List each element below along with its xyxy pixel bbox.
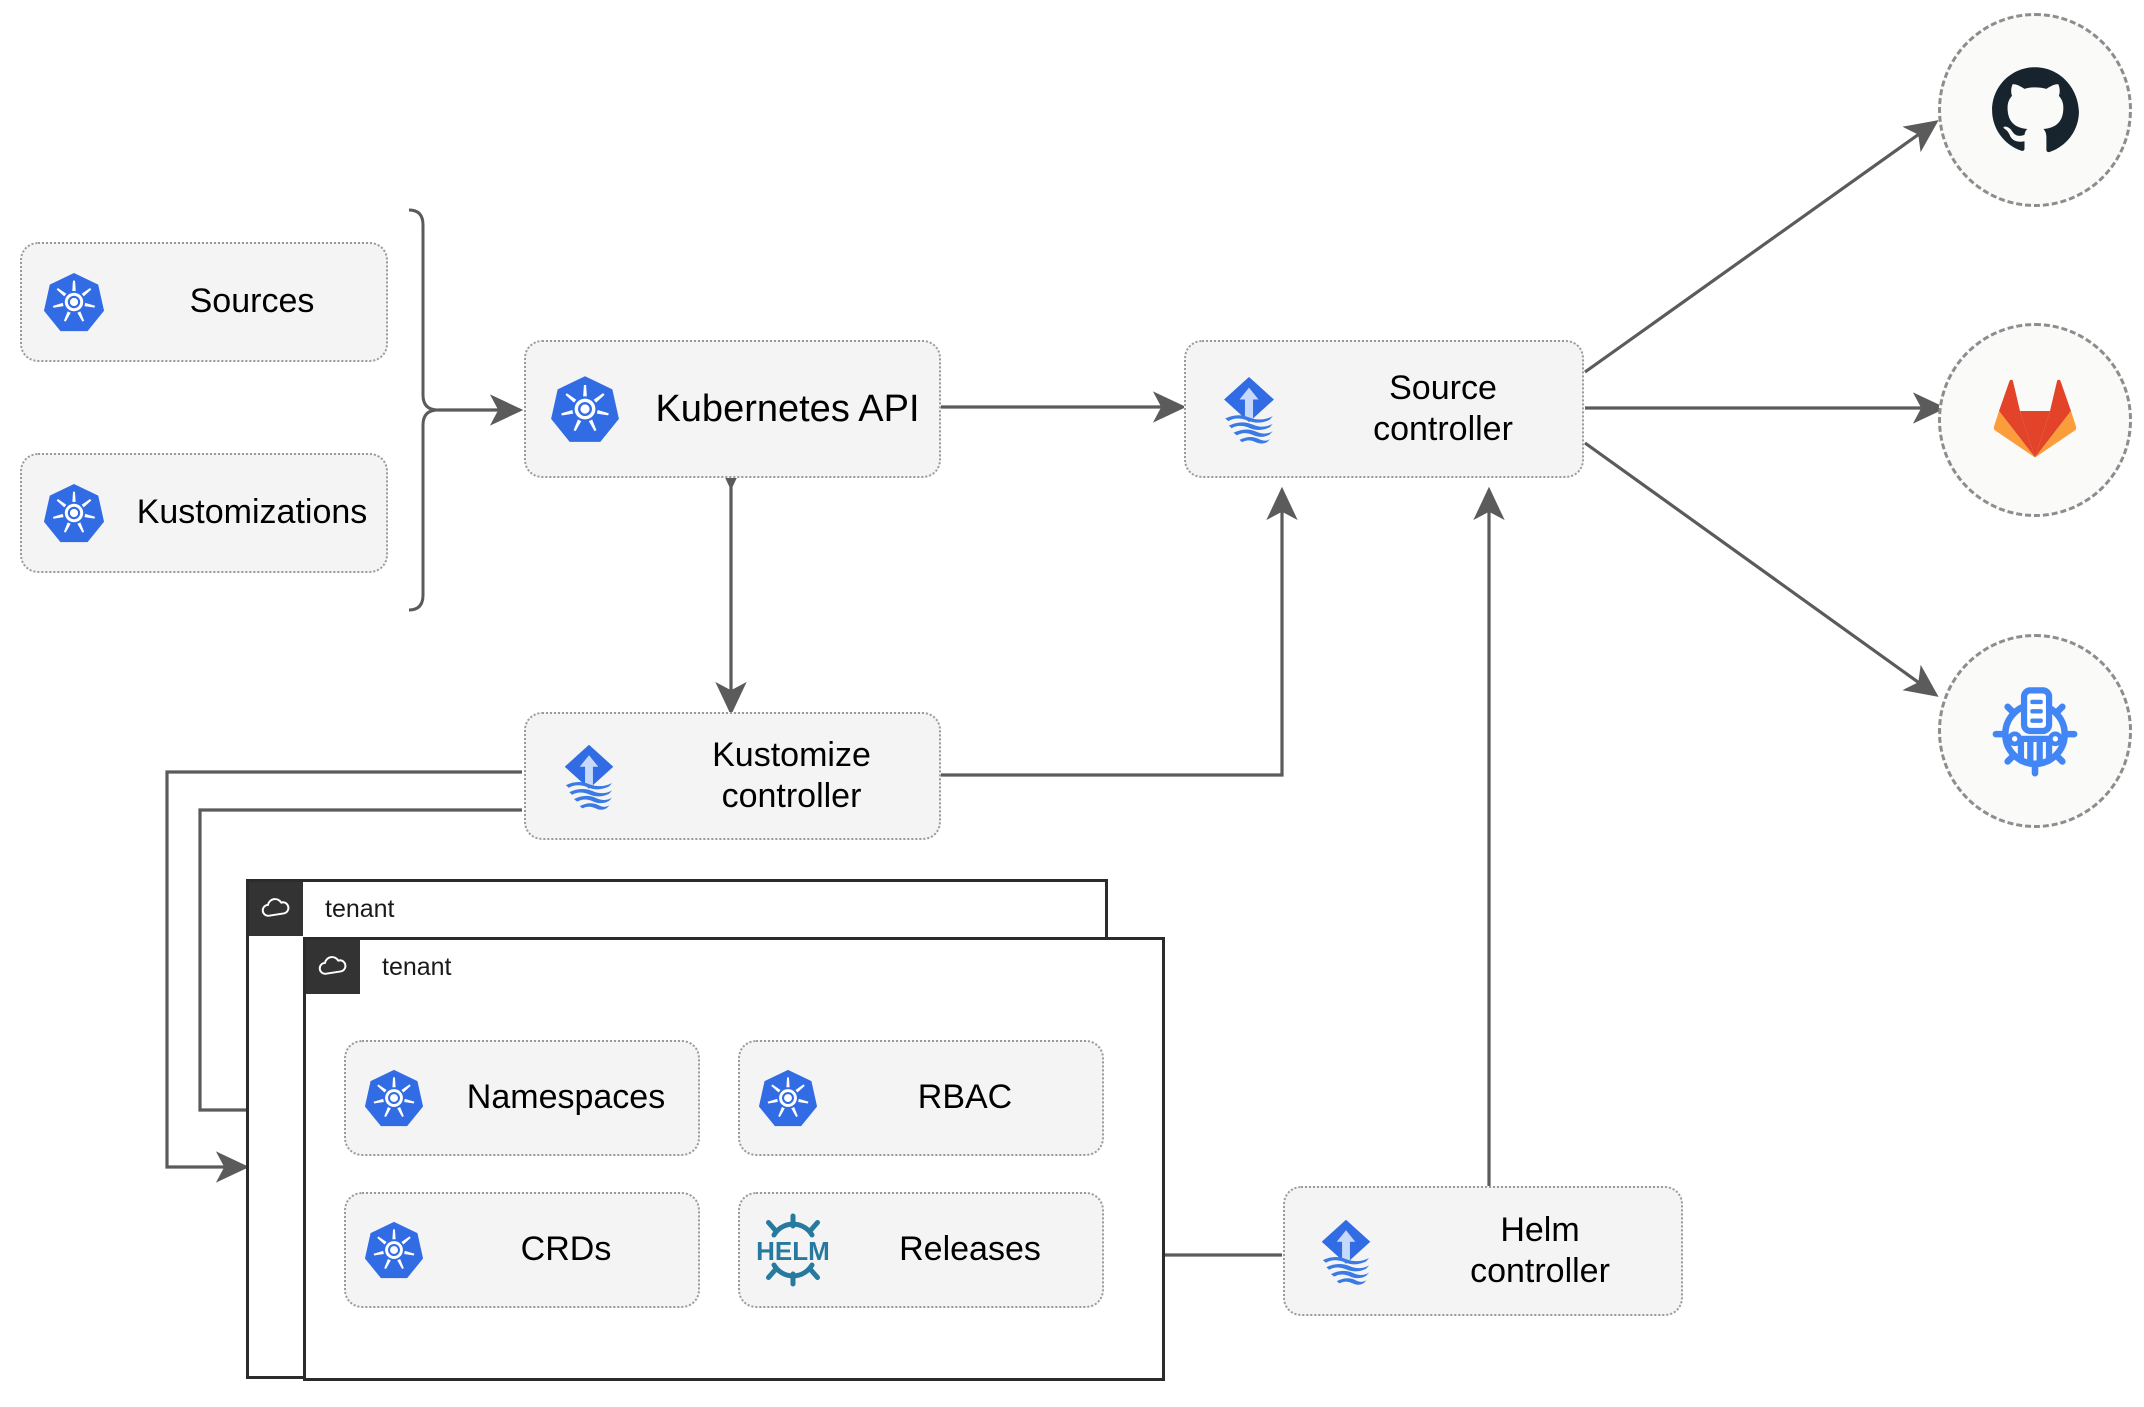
node-source-controller[interactable]: Source controller <box>1184 340 1584 478</box>
svg-text:HELM: HELM <box>756 1236 830 1266</box>
kubernetes-icon <box>346 1068 442 1128</box>
kubernetes-icon <box>740 1068 836 1128</box>
card-namespaces[interactable]: Namespaces <box>344 1040 700 1156</box>
gitlab-icon <box>1993 379 2077 458</box>
kubernetes-icon <box>526 374 644 444</box>
card-sources[interactable]: Sources <box>20 242 388 362</box>
node-kustomize-controller-label: Kustomize controller <box>712 735 871 815</box>
node-kubernetes-api-label: Kubernetes API <box>655 387 920 430</box>
flux-icon <box>1285 1214 1407 1288</box>
cloud-icon <box>249 882 303 936</box>
kubernetes-icon <box>346 1220 442 1280</box>
card-releases-label: Releases <box>899 1230 1041 1269</box>
github-icon <box>1992 67 2079 153</box>
kubernetes-icon <box>22 271 126 333</box>
node-kubernetes-api[interactable]: Kubernetes API <box>524 340 941 478</box>
tenant-window-inner[interactable]: tenant <box>303 937 1165 1381</box>
card-kustomizations[interactable]: Kustomizations <box>20 453 388 573</box>
node-helm-controller[interactable]: Helm controller <box>1283 1186 1683 1316</box>
card-rbac-label: RBAC <box>917 1078 1013 1117</box>
edge-source-to-oci <box>1584 441 1939 697</box>
tenant-outer-label: tenant <box>325 894 395 923</box>
kubernetes-icon <box>22 482 126 544</box>
node-source-controller-label: Source controller <box>1373 368 1513 448</box>
group-brace <box>408 208 439 612</box>
card-releases[interactable]: HELM Releases <box>738 1192 1104 1308</box>
node-kustomize-controller[interactable]: Kustomize controller <box>524 712 941 840</box>
cloud-icon <box>306 940 360 994</box>
edge-source-to-github <box>1584 120 1939 374</box>
flux-icon <box>1186 371 1312 447</box>
registry-oci[interactable] <box>1938 634 2132 828</box>
helm-icon: HELM <box>740 1213 846 1287</box>
card-crds[interactable]: CRDs <box>344 1192 700 1308</box>
card-kustomizations-label: Kustomizations <box>136 493 368 532</box>
registry-github[interactable] <box>1938 13 2132 207</box>
edge-kustomize-to-source <box>940 486 1298 777</box>
registry-gitlab[interactable] <box>1938 323 2132 517</box>
tenant-inner-titlebar: tenant <box>306 940 452 994</box>
card-namespaces-label: Namespaces <box>466 1078 666 1117</box>
tenant-inner-label: tenant <box>382 952 452 981</box>
card-crds-label: CRDs <box>520 1230 612 1269</box>
flux-icon <box>526 739 652 813</box>
tenant-outer-titlebar: tenant <box>249 882 395 936</box>
node-helm-controller-label: Helm controller <box>1470 1210 1610 1290</box>
oci-registry-icon <box>1992 687 2078 777</box>
card-rbac[interactable]: RBAC <box>738 1040 1104 1156</box>
card-sources-label: Sources <box>189 282 315 321</box>
